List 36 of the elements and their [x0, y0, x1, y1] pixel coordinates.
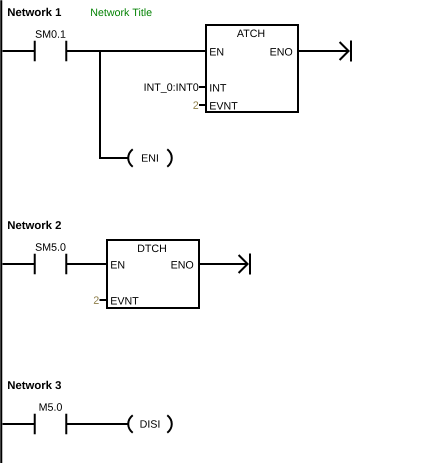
- network-heading: Network 3: [8, 380, 61, 390]
- contact: SM5.0: [34, 243, 68, 274]
- function-block: [205, 24, 299, 113]
- wire: [99, 52, 128, 159]
- wire: [66, 50, 205, 52]
- contact: SM0.1: [34, 30, 68, 62]
- pin-label: ENO: [172, 261, 194, 269]
- coil: ENI: [127, 148, 173, 168]
- wire: [66, 423, 128, 425]
- pin-label: EN: [111, 261, 124, 268]
- wire: [199, 86, 205, 88]
- block-title: ATCH: [236, 30, 264, 38]
- pin-label: INT: [210, 84, 226, 92]
- coil: DISI: [127, 414, 173, 434]
- network-title: Network Title: [91, 8, 152, 16]
- operand-label: 2: [94, 296, 99, 304]
- wire: [100, 299, 106, 301]
- contact: M5.0: [34, 403, 68, 434]
- pin-label: EN: [210, 48, 224, 56]
- function-block: [106, 239, 200, 309]
- arrow: [299, 41, 350, 61]
- power-rail: [0, 0, 2, 463]
- wire: [66, 263, 106, 265]
- wire: [2, 423, 35, 425]
- wire: [199, 104, 205, 106]
- network-heading: Network 1: [8, 8, 62, 16]
- wire: [2, 263, 35, 265]
- pin-label: ENO: [270, 48, 292, 56]
- arrow: [200, 254, 249, 274]
- pin-label: EVNT: [111, 297, 138, 304]
- network-heading: Network 2: [8, 220, 61, 230]
- block-title: DTCH: [138, 244, 166, 252]
- operand-label: INT_0:INT0: [144, 83, 198, 93]
- operand-label: 2: [193, 101, 198, 109]
- wire: [2, 50, 35, 52]
- pin-label: EVNT: [210, 102, 238, 110]
